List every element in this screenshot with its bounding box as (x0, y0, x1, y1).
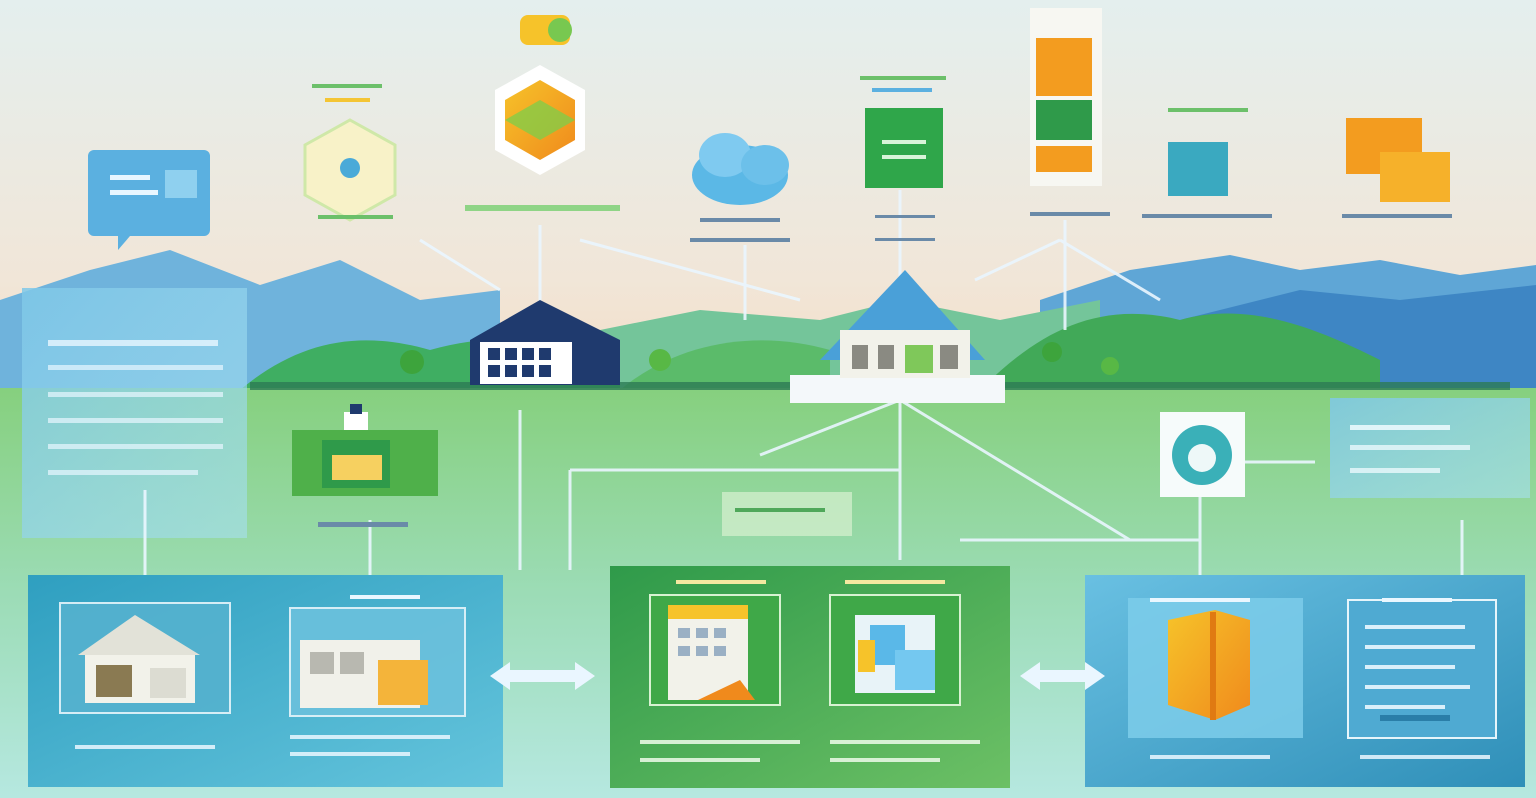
storefront-icon (292, 430, 438, 527)
orange-folders-icon (1342, 118, 1452, 218)
bottom-middle-panel (610, 566, 1010, 788)
cottage-icon (78, 615, 200, 703)
shield-cube-icon (465, 15, 620, 211)
hexagon-network-icon (303, 84, 397, 222)
orange-green-server-icon (1030, 8, 1110, 216)
office-building-icon (668, 605, 755, 700)
connector-lines (143, 190, 1464, 580)
smart-meter-icon (1160, 412, 1245, 497)
double-arrow-right (1020, 662, 1105, 690)
double-arrow-left (490, 662, 595, 690)
orange-book-icon (1168, 610, 1250, 720)
center-label-card (722, 492, 852, 536)
left-info-panel (22, 288, 247, 538)
blue-roof-house-icon (790, 270, 1005, 403)
cloud-icon (690, 133, 790, 242)
bottom-right-panel (1085, 575, 1525, 787)
townhouse-icon (300, 640, 428, 708)
dark-house-icon (470, 300, 620, 385)
map-pin-icon (344, 404, 368, 434)
teal-folder-icon (1142, 108, 1272, 218)
right-info-panel (1330, 398, 1530, 498)
chat-card-icon (88, 150, 210, 250)
blue-cubes-icon (855, 615, 935, 693)
text-document-icon (1380, 715, 1450, 721)
green-document-icon (860, 76, 946, 241)
